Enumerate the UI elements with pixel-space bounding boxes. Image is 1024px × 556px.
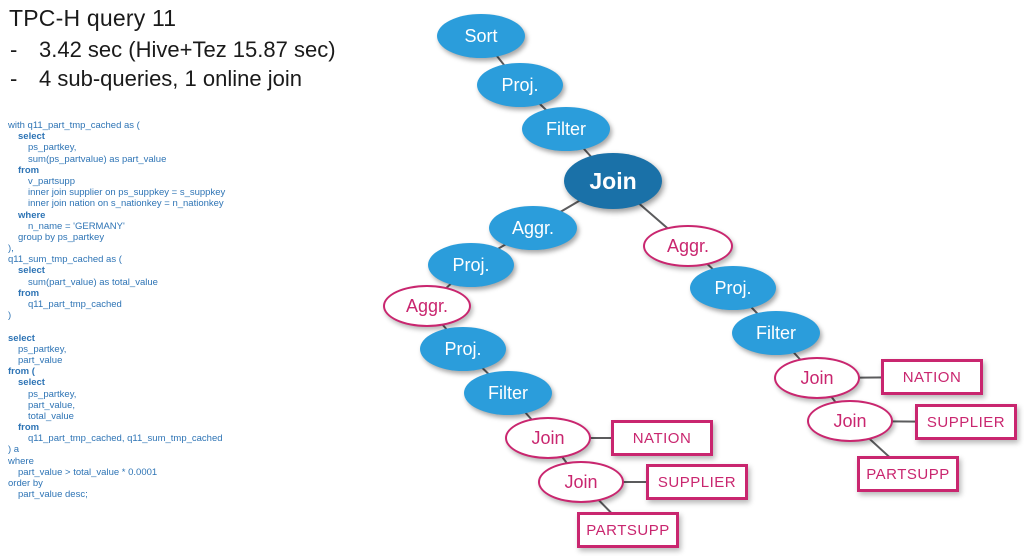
node-aggr-left-blue: Aggr.	[489, 206, 577, 250]
bullet-dash: -	[10, 66, 18, 91]
sql-line: )	[8, 310, 12, 322]
sql-line: ps_partkey,	[28, 388, 77, 400]
sql-line: where	[18, 209, 46, 221]
sql-line: from (	[8, 366, 35, 378]
sql-line: ) a	[8, 444, 20, 456]
node-filter-top: Filter	[522, 107, 610, 151]
sql-line: ),	[8, 243, 14, 255]
table-nation-right: NATION	[881, 359, 983, 395]
node-proj-top: Proj.	[477, 63, 563, 107]
sql-line: sum(ps_partvalue) as part_value	[28, 153, 167, 165]
sql-line: inner join supplier on ps_suppkey = s_su…	[28, 187, 226, 199]
sql-line: v_partsupp	[28, 175, 76, 187]
node-proj-right: Proj.	[690, 266, 776, 310]
node-join-main: Join	[564, 153, 662, 209]
sql-line: q11_part_tmp_cached	[28, 299, 122, 310]
bullet-item: - 4 sub-queries, 1 online join	[10, 66, 336, 95]
node-proj-left-2: Proj.	[420, 327, 506, 371]
sql-line: group by ps_partkey	[18, 231, 105, 243]
sql-line: q11_sum_tmp_cached as (	[8, 254, 122, 266]
sql-line: with q11_part_tmp_cached as (	[8, 120, 140, 131]
sql-line: select	[18, 377, 45, 389]
table-partsupp-left: PARTSUPP	[577, 512, 679, 548]
sql-line: part_value > total_value * 0.0001	[18, 466, 158, 478]
bullet-list: - 3.42 sec (Hive+Tez 15.87 sec) - 4 sub-…	[10, 37, 336, 95]
page-title: TPC-H query 11	[9, 5, 177, 31]
table-nation-left: NATION	[611, 420, 713, 456]
sql-line: where	[8, 455, 34, 467]
sql-line: total_value	[28, 410, 74, 422]
table-supplier-left: SUPPLIER	[646, 464, 748, 500]
bullet-text: 4 sub-queries, 1 online join	[39, 66, 302, 91]
sql-line: select	[18, 131, 45, 143]
sql-line: sum(part_value) as total_value	[28, 276, 158, 288]
table-supplier-right: SUPPLIER	[915, 404, 1017, 440]
node-join-left-1: Join	[505, 417, 591, 459]
bullet-text: 3.42 sec (Hive+Tez 15.87 sec)	[39, 37, 336, 62]
bullet-dash: -	[10, 37, 18, 62]
sql-line: from	[18, 287, 40, 299]
sql-line: n_name = 'GERMANY'	[28, 220, 125, 232]
node-aggr-right-pink: Aggr.	[643, 225, 733, 267]
node-join-right-1: Join	[774, 357, 860, 399]
node-proj-left-1: Proj.	[428, 243, 514, 287]
sql-line: order by	[8, 478, 43, 489]
bullet-item: - 3.42 sec (Hive+Tez 15.87 sec)	[10, 37, 336, 66]
sql-line: part_value,	[28, 399, 76, 411]
node-filter-left: Filter	[464, 371, 552, 415]
sql-line: from	[18, 164, 40, 176]
sql-line: select	[8, 332, 35, 344]
node-aggr-left-pink: Aggr.	[383, 285, 471, 327]
node-filter-right: Filter	[732, 311, 820, 355]
sql-line: from	[18, 422, 40, 434]
sql-line: q11_part_tmp_cached, q11_sum_tmp_cached	[28, 433, 223, 445]
sql-line: ps_partkey,	[28, 142, 77, 154]
node-join-left-2: Join	[538, 461, 624, 503]
sql-line: select	[18, 265, 45, 277]
sql-line: ps_partkey,	[18, 343, 67, 355]
node-join-right-2: Join	[807, 400, 893, 442]
sql-line: part_value	[18, 354, 63, 366]
sql-line: part_value desc;	[18, 489, 88, 501]
table-partsupp-right: PARTSUPP	[857, 456, 959, 492]
sql-line: inner join nation on s_nationkey = n_nat…	[28, 198, 224, 210]
node-sort: Sort	[437, 14, 525, 58]
